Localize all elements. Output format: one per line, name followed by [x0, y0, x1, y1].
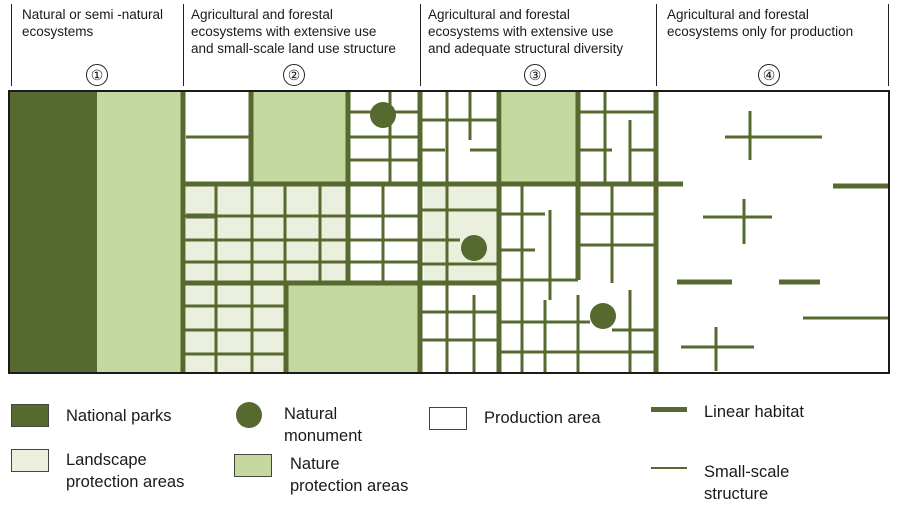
zone-3-number: ③ [524, 64, 546, 86]
zone-4-line-2: ecosystems only for production [667, 24, 854, 39]
national-park-area [9, 91, 97, 373]
natural-monument-marker [461, 235, 487, 261]
zone-4-description: Agricultural and forestal ecosystems onl… [667, 6, 853, 40]
zone-3-line-3: and adequate structural diversity [428, 41, 624, 56]
header-divider [183, 4, 184, 86]
zone-3-description: Agricultural and forestal ecosystems wit… [428, 6, 623, 57]
nature-protection-swatch [234, 454, 272, 477]
landscape-protection-area [424, 186, 499, 281]
legend-label: Linear habitat [704, 403, 804, 421]
landscape-protection-area [186, 186, 348, 282]
legend-label: National parks [66, 407, 172, 425]
header-divider [656, 4, 657, 86]
production-area-swatch [429, 407, 467, 430]
zone-1-line-1: Natural or semi -natural [22, 7, 164, 22]
zone-1-line-2: ecosystems [22, 24, 94, 39]
legend-label: monument [284, 427, 362, 445]
small-scale-structure-swatch [651, 467, 687, 469]
nature-protection-area [502, 91, 576, 183]
diagram-frame [8, 90, 890, 374]
zone-4-number: ④ [758, 64, 780, 86]
zone-3-line-1: Agricultural and forestal [428, 7, 570, 22]
zone-2-line-2: ecosystems with extensive use [191, 24, 377, 39]
zone-1-description: Natural or semi -natural ecosystems [22, 6, 163, 40]
national-park-swatch [11, 404, 49, 427]
legend-label: Production area [484, 409, 601, 427]
nature-protection-area [97, 91, 183, 373]
landscape-protection-swatch [11, 449, 49, 472]
zone-2-line-1: Agricultural and forestal [191, 7, 333, 22]
header-divider [11, 4, 12, 86]
zone-3-line-2: ecosystems with extensive use [428, 24, 614, 39]
natural-monument-swatch [236, 402, 262, 428]
linear-habitat-swatch [651, 407, 687, 412]
header-divider [888, 4, 889, 86]
zone-2-description: Agricultural and forestal ecosystems wit… [191, 6, 396, 57]
zone-2-line-3: and small-scale land use structure [191, 41, 396, 56]
legend-label: Small-scale [704, 463, 790, 481]
zone-1-number: ① [86, 64, 108, 86]
legend-label: structure [704, 485, 769, 503]
legend-label: Nature [290, 455, 340, 473]
legend-label: Landscape [66, 451, 147, 469]
natural-monument-marker [590, 303, 616, 329]
legend-label: protection areas [66, 473, 185, 491]
landscape-protection-area [186, 282, 286, 373]
nature-protection-area [288, 284, 418, 373]
zone-2-number: ② [283, 64, 305, 86]
legend-label: Natural [284, 405, 338, 423]
legend-label: protection areas [290, 477, 409, 495]
natural-monument-marker [370, 102, 396, 128]
nature-protection-area [253, 91, 348, 183]
zone-4-line-1: Agricultural and forestal [667, 7, 809, 22]
header-divider [420, 4, 421, 86]
